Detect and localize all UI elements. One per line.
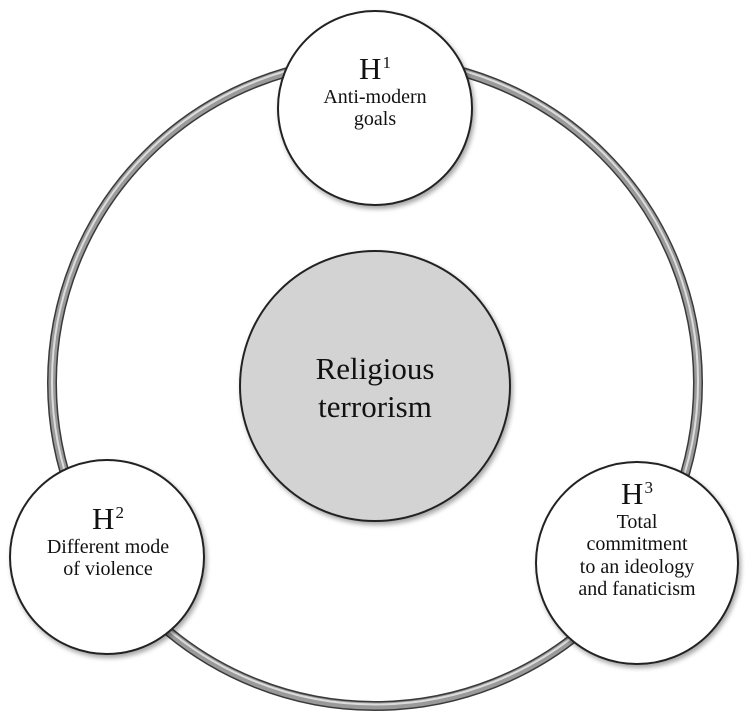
node-number: 1 bbox=[382, 53, 391, 72]
node-text-line: Anti-modern bbox=[323, 86, 427, 108]
node-circle-h1 bbox=[277, 10, 473, 206]
node-label-h2: H2 Different mode of violence bbox=[14, 503, 202, 581]
node-text-line: goals bbox=[353, 108, 397, 131]
node-text-line: to an ideology bbox=[579, 555, 695, 578]
node-label-h1: H1 Anti-modern goals bbox=[278, 53, 472, 131]
node-text-line: and fanaticism bbox=[578, 578, 696, 601]
node-title-h3: H3 bbox=[530, 478, 744, 509]
center-circle bbox=[239, 250, 511, 522]
node-text-line: Total bbox=[616, 511, 658, 533]
node-title-h1: H1 bbox=[278, 53, 472, 84]
node-text-line: Different mode bbox=[46, 536, 170, 558]
center-label-line-1: Religious bbox=[315, 351, 435, 386]
node-label-h3: H3 Total commitment to an ideology and f… bbox=[530, 478, 744, 601]
node-letter: H bbox=[359, 51, 382, 86]
node-title-h2: H2 bbox=[14, 503, 202, 534]
node-circle-h3 bbox=[535, 461, 739, 665]
node-circle-h2 bbox=[9, 459, 205, 655]
node-number: 2 bbox=[115, 503, 124, 522]
node-number: 3 bbox=[644, 478, 653, 497]
node-letter: H bbox=[621, 476, 644, 511]
node-text-line: of violence bbox=[63, 558, 153, 581]
node-letter: H bbox=[92, 501, 115, 536]
center-label: Religious terrorism bbox=[240, 350, 510, 426]
node-text-line: commitment bbox=[586, 533, 688, 556]
center-label-line-2: terrorism bbox=[318, 388, 432, 424]
